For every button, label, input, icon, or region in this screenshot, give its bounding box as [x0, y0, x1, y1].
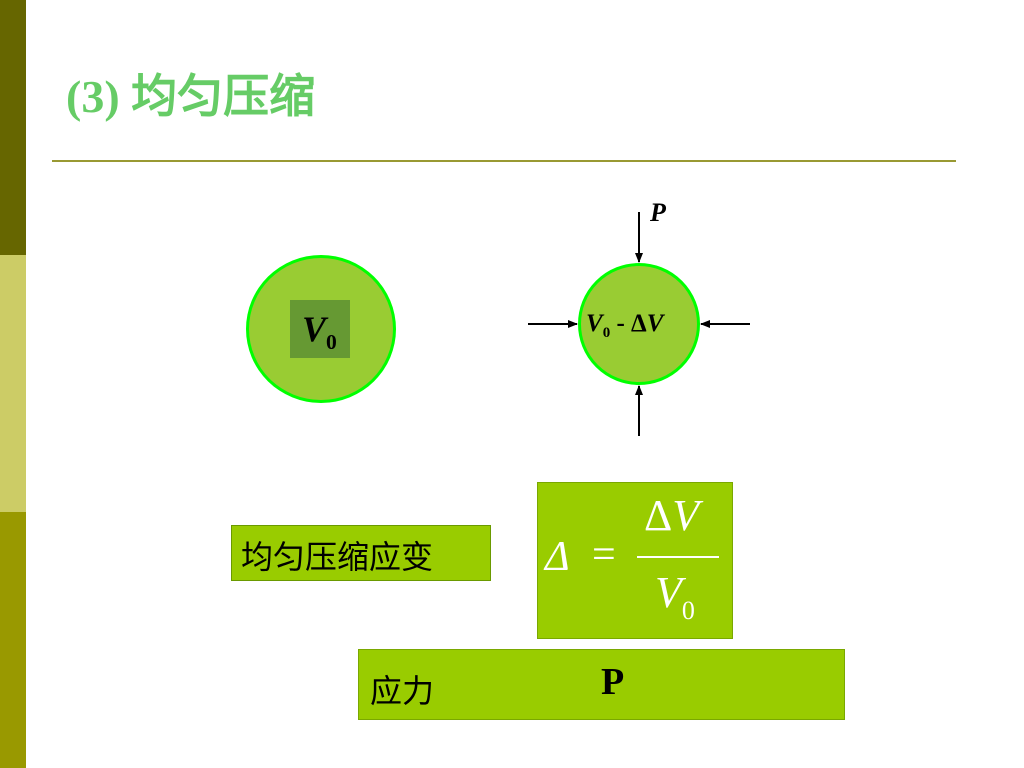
- compressed-volume-symbol: V: [586, 310, 603, 337]
- formula-lhs: Δ: [545, 534, 570, 580]
- stress-box: [358, 649, 845, 720]
- strain-label-box: [231, 525, 491, 581]
- sidebar-band-top: [0, 0, 26, 255]
- formula-denominator: V0: [655, 567, 695, 626]
- stress-label: 应力: [370, 672, 435, 710]
- compressed-volume-label: V0 - ΔV: [586, 310, 663, 342]
- compressed-volume-delta: Δ: [631, 310, 647, 337]
- formula-numerator-delta: Δ: [644, 491, 673, 540]
- initial-volume-label-box: [290, 300, 350, 358]
- formula-numerator: ΔV: [644, 490, 699, 541]
- strain-label: 均匀压缩应变: [241, 538, 434, 576]
- formula-numerator-var: V: [672, 491, 700, 540]
- formula-denominator-var: V: [655, 568, 682, 617]
- stress-value: P: [601, 661, 625, 703]
- sidebar-band-middle: [0, 255, 26, 512]
- title-divider: [52, 160, 956, 162]
- sidebar-decoration: [0, 0, 26, 768]
- formula-denominator-sub: 0: [681, 596, 695, 625]
- formula-equals: =: [592, 532, 616, 578]
- initial-volume-label: V0: [302, 308, 337, 355]
- compressed-volume-delta-symbol: V: [646, 310, 664, 337]
- formula-fraction-bar: [637, 556, 719, 558]
- compressed-volume-subscript: 0: [602, 325, 611, 341]
- strain-formula-box: [537, 482, 733, 639]
- initial-volume-symbol: V: [302, 309, 327, 349]
- pressure-label: P: [650, 198, 666, 227]
- compressed-volume-minus: -: [610, 310, 632, 337]
- compressed-volume-circle: [578, 263, 700, 385]
- initial-volume-subscript: 0: [326, 330, 337, 355]
- initial-volume-circle: [246, 255, 396, 403]
- slide-title: (3) 均匀压缩: [66, 71, 316, 122]
- sidebar-band-bottom: [0, 512, 26, 768]
